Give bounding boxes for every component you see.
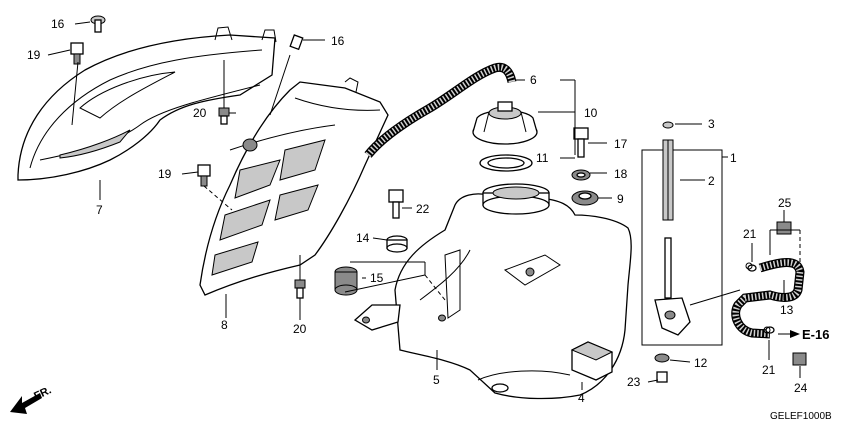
callout-10: 10 [584,106,598,120]
ref-arrow-icon [790,330,800,338]
callout-24: 24 [794,381,808,395]
callout-16: 16 [331,34,345,48]
clip-24-part [792,352,807,366]
fuel-valve-part [641,121,723,383]
callout-19: 19 [27,48,41,62]
ref-label: E-16 [802,327,829,342]
damper-rubber-part [570,341,614,381]
callout-5: 5 [433,373,440,387]
callout-2: 2 [708,174,715,188]
clip-21a-part [745,262,753,270]
bolt-17-part [573,127,589,158]
fuel-tank-part [353,183,632,400]
clip-21b-part [763,326,771,334]
callout-15: 15 [370,271,384,285]
callout-23: 23 [627,375,641,389]
bolt-16a-part [90,15,106,33]
mount-rubber-part [334,266,358,296]
breather-tube-part [364,62,517,158]
screw-20b-part [294,279,306,299]
grommet-9-part [571,190,599,206]
direction-arrow-icon [10,393,42,414]
callout-25: 25 [778,196,792,210]
callout-12: 12 [694,356,708,370]
direction-label: FR. [32,384,53,402]
callout-11: 11 [536,151,549,165]
callout-17: 17 [614,137,628,151]
callout-13: 13 [780,303,794,317]
callout-6: 6 [530,73,537,87]
clip-19a-part [70,42,84,65]
callout-4: 4 [578,391,585,405]
callout-3: 3 [708,117,715,131]
bolt-22-part [388,189,404,219]
callout-20: 20 [193,106,207,120]
collar-part [386,235,408,253]
callout-21: 21 [743,227,757,241]
shroud-side-part [199,77,389,296]
clip-25-part [776,221,792,235]
callout-19: 19 [158,167,172,181]
callout-14: 14 [356,231,370,245]
callout-7: 7 [96,203,103,217]
grommet-18-part [571,169,591,181]
diagram-code: GELEF1000B [770,411,832,422]
callout-21: 21 [762,363,776,377]
callout-16: 16 [51,17,65,31]
callout-1: 1 [730,151,737,165]
callout-22: 22 [416,202,430,216]
bolt-16b-part [289,34,304,51]
leader-lines [47,21,801,390]
callout-20: 20 [293,322,307,336]
fuel-line-part [689,258,805,339]
clip-19b-part [197,164,211,187]
callout-18: 18 [614,167,628,181]
screw-20a-part [218,107,230,125]
shroud-upper-part [17,26,277,181]
cap-gasket-part [479,154,533,172]
fuel-cap-part [472,101,538,145]
callout-8: 8 [221,318,228,332]
callout-9: 9 [617,192,624,206]
